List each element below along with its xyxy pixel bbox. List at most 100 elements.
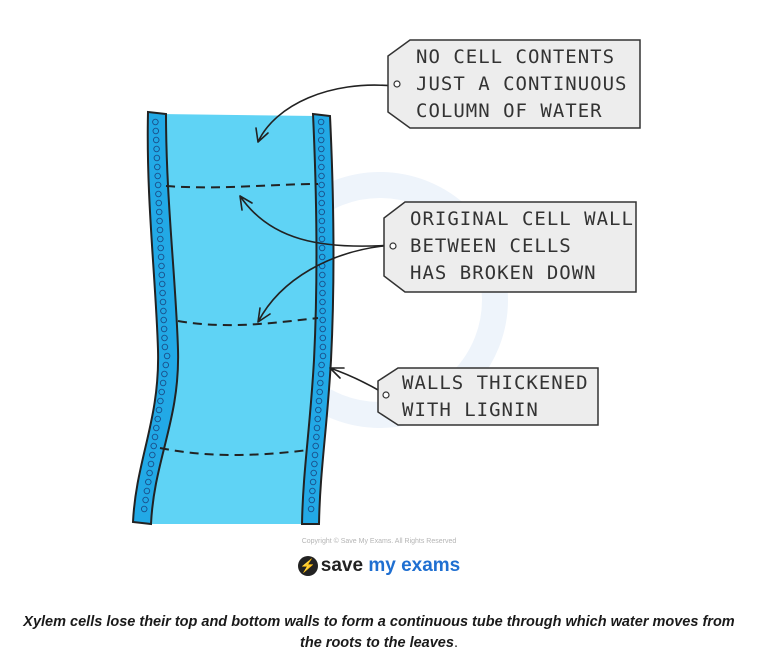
lignin-ring (318, 217, 326, 225)
lignin-ring (319, 352, 327, 360)
lignin-ring (162, 361, 170, 369)
lignin-ring (155, 406, 163, 414)
lignin-ring (312, 442, 319, 450)
lignin-rings (140, 118, 327, 513)
lignin-ring (318, 208, 326, 216)
lignin-ring (153, 424, 160, 432)
lignin-ring (161, 370, 168, 378)
lignin-ring (147, 460, 155, 468)
arrow-no-contents (255, 84, 394, 143)
lignin-ring (308, 496, 316, 504)
arrow-wall-upper (239, 195, 394, 247)
end-wall-remnant-2 (177, 317, 319, 327)
label-no-contents-line-3: COLUMN OF WATER (416, 100, 603, 122)
save-my-exams-logo: ⚡save my exams (0, 555, 758, 577)
lignin-ring (319, 307, 326, 315)
lignin-ring (319, 280, 326, 288)
lignin-ring (151, 433, 159, 441)
lignin-ring (158, 262, 165, 270)
lignin-ring (319, 289, 326, 297)
arrow-lignin (329, 367, 386, 395)
label-cell-wall-line-1: ORIGINAL CELL WALL (410, 208, 634, 230)
lignin-ring (317, 136, 325, 144)
lignin-ring (311, 460, 318, 468)
lignin-ring (318, 181, 325, 189)
label-walls-lignin: WALLS THICKENED WITH LIGNIN (377, 367, 599, 426)
lignin-ring (154, 163, 161, 171)
lignin-ring (160, 316, 167, 324)
lignin-ring (159, 298, 167, 306)
lignin-ring (159, 379, 167, 387)
lignin-ring (318, 235, 326, 243)
lignin-ring (319, 334, 327, 342)
lignin-ring (160, 307, 167, 315)
caption-period: . (453, 635, 458, 651)
label-cell-wall-line-3: HAS BROKEN DOWN (410, 262, 597, 284)
lignin-ring (152, 136, 160, 144)
lignin-ring (307, 505, 315, 513)
lignin-ring (155, 208, 163, 216)
lignin-ring (163, 352, 171, 360)
label-lignin-line-1: WALLS THICKENED (402, 372, 589, 394)
lignin-ring (319, 271, 326, 279)
lignin-ring (315, 397, 323, 405)
lignin-ring (318, 226, 326, 234)
lignin-ring (158, 271, 166, 279)
lignin-ring (309, 478, 317, 486)
lignin-ring (157, 235, 164, 243)
lignin-ring (154, 172, 161, 180)
lignin-ring (318, 154, 325, 162)
label-cell-wall-line-2: BETWEEN CELLS (410, 235, 572, 257)
label-original-cell-wall: ORIGINAL CELL WALL BETWEEN CELLS HAS BRO… (383, 201, 637, 293)
lignin-ring (317, 118, 325, 126)
lignin-ring (310, 469, 317, 477)
label-no-contents-line-1: NO CELL CONTENTS (416, 46, 615, 68)
lignin-ring (309, 487, 316, 495)
water-column (145, 114, 323, 524)
lignin-ring (161, 334, 168, 342)
lignin-ring (159, 289, 166, 297)
end-wall-remnant-1 (165, 183, 319, 189)
lignin-ring (146, 469, 153, 477)
lignin-ring (153, 154, 161, 162)
lignin-ring (313, 433, 320, 441)
lignin-ring (317, 127, 325, 135)
lignin-ring (158, 388, 165, 396)
lignin-ring (154, 181, 162, 189)
lignin-ring (318, 172, 325, 180)
lignin-ring (152, 118, 159, 126)
lignin-ring (156, 226, 164, 234)
lignin-ring (142, 496, 149, 504)
lignin-ring (314, 415, 321, 423)
lignin-ring (155, 199, 163, 207)
lignin-ring (145, 478, 152, 486)
lignin-ring (317, 379, 324, 387)
lignin-ring (318, 145, 325, 153)
label-no-contents-line-2: JUST A CONTINUOUS (416, 73, 627, 95)
lignin-ring (316, 388, 323, 396)
lignin-ring (157, 253, 165, 261)
lignin-ring (149, 451, 156, 459)
lignin-ring (319, 316, 326, 324)
lignin-ring (157, 244, 164, 252)
lignin-ring (319, 325, 326, 333)
lignin-ring (156, 217, 163, 225)
label-lignin-line-2: WITH LIGNIN (402, 399, 539, 421)
xylem-diagram: NO CELL CONTENTS JUST A CONTINUOUS COLUM… (131, 39, 641, 526)
lignin-ring (313, 424, 321, 432)
lignin-ring (319, 298, 326, 306)
lignin-ring (319, 343, 327, 351)
lignin-ring (318, 244, 326, 252)
lignin-ring (160, 325, 168, 333)
lignin-ring (311, 451, 319, 459)
label-no-cell-contents: NO CELL CONTENTS JUST A CONTINUOUS COLUM… (387, 39, 641, 129)
lignin-ring (140, 505, 148, 513)
lignin-ring (153, 145, 160, 153)
lignin-ring (143, 487, 151, 495)
lignin-ring (317, 370, 325, 378)
lignin-ring (315, 406, 322, 414)
lignin-ring (318, 361, 325, 369)
caption-text: Xylem cells lose their top and bottom wa… (23, 614, 735, 651)
lignin-ring (318, 190, 325, 198)
arrow-wall-lower (257, 244, 394, 323)
